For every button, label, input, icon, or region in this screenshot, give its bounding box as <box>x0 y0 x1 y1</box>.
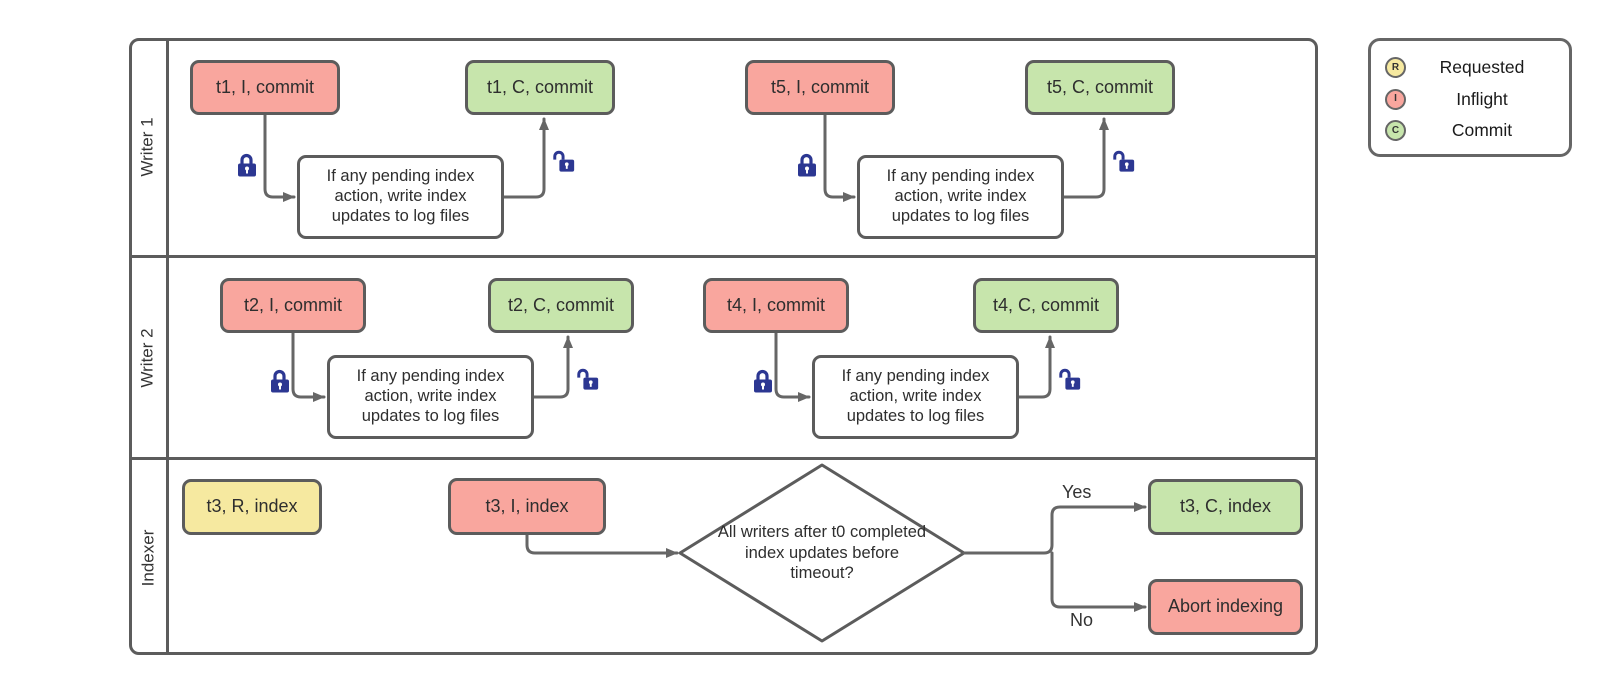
node-t1-inflight: t1, I, commit <box>190 60 340 115</box>
lock-open-icon <box>553 150 575 172</box>
node-t3-requested: t3, R, index <box>182 479 322 535</box>
legend-item-inflight: I Inflight <box>1385 86 1553 113</box>
lane-label-writer2: Writer 2 <box>129 258 167 457</box>
lane-label-text: Indexer <box>138 529 158 586</box>
node-t2-commit: t2, C, commit <box>488 278 634 333</box>
lane-label-indexer: Indexer <box>129 460 167 655</box>
node-t3-commit: t3, C, index <box>1148 479 1303 535</box>
branch-label-no: No <box>1070 610 1094 630</box>
lane-header-separator <box>166 38 169 655</box>
lane-label-text: Writer 1 <box>138 116 158 177</box>
lock-open-icon <box>1113 150 1135 172</box>
node-writer1-process-2: If any pending index action, write index… <box>857 155 1064 239</box>
swimlane-frame <box>129 38 1318 655</box>
commit-chip-icon: C <box>1385 120 1406 141</box>
node-t4-commit: t4, C, commit <box>973 278 1119 333</box>
legend-label: Commit <box>1451 120 1513 140</box>
lane-divider-2 <box>129 457 1318 460</box>
node-t5-inflight: t5, I, commit <box>745 60 895 115</box>
requested-chip-icon: R <box>1385 57 1406 78</box>
decision-text: All writers after t0 completed index upd… <box>717 523 927 583</box>
legend: R Requested I Inflight C Commit <box>1368 38 1572 157</box>
lock-closed-icon <box>238 153 256 177</box>
node-writer2-process-1: If any pending index action, write index… <box>327 355 534 439</box>
node-t2-inflight: t2, I, commit <box>220 278 366 333</box>
lock-open-icon <box>1059 368 1081 390</box>
legend-item-requested: R Requested <box>1385 54 1553 81</box>
node-abort-indexing: Abort indexing <box>1148 579 1303 635</box>
lane-label-writer1: Writer 1 <box>129 38 167 255</box>
node-writer2-process-2: If any pending index action, write index… <box>812 355 1019 439</box>
node-writer1-process-1: If any pending index action, write index… <box>297 155 504 239</box>
node-t5-commit: t5, C, commit <box>1025 60 1175 115</box>
node-t1-commit: t1, C, commit <box>465 60 615 115</box>
branch-label-yes: Yes <box>1062 482 1092 502</box>
node-t3-inflight: t3, I, index <box>448 478 606 535</box>
lock-closed-icon <box>798 153 816 177</box>
legend-label: Requested <box>1439 57 1525 77</box>
lane-divider-1 <box>129 255 1318 258</box>
inflight-chip-icon: I <box>1385 88 1406 110</box>
legend-item-commit: C Commit <box>1385 117 1553 144</box>
lock-open-icon <box>577 368 599 390</box>
legend-label: Inflight <box>1456 88 1508 109</box>
lock-closed-icon <box>754 369 772 393</box>
node-t4-inflight: t4, I, commit <box>703 278 849 333</box>
lane-label-text: Writer 2 <box>138 327 158 388</box>
lock-closed-icon <box>271 369 289 393</box>
